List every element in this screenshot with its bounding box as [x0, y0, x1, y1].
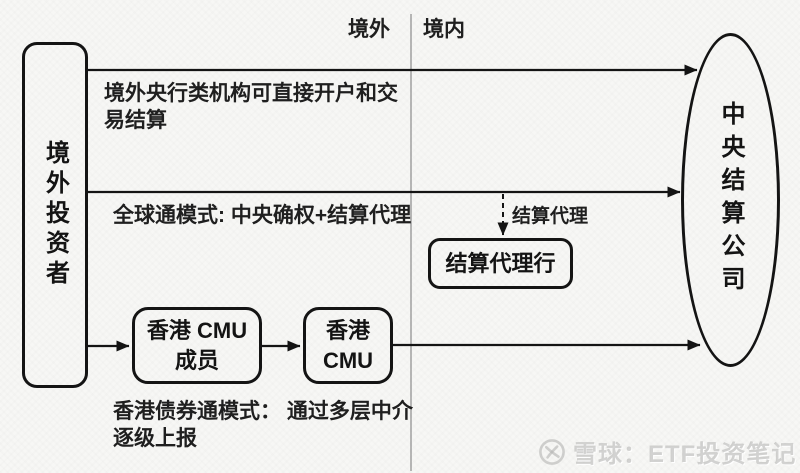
offshore-investor-label: 境外投资者 — [41, 140, 69, 290]
note-bond-connect-line2: 逐级上报 — [113, 427, 197, 451]
settlement-agent-arrow-label: 结算代理 — [512, 206, 589, 227]
note-bond-connect-line1: 香港债券通模式： 通过多层中介 — [113, 400, 413, 423]
watermark-text: 雪球：ETF投资笔记 — [573, 441, 797, 468]
hk-cmu-line2: CMU — [322, 347, 374, 373]
note-direct-access-line1: 境外央行类机构可直接开户和交 — [104, 82, 398, 105]
ccdc-label: 中央结算公司 — [717, 101, 744, 299]
settlement-agent-bank-box: 结算代理行 — [428, 238, 573, 289]
note-bond-connect-mode: 香港债券通模式： 通过多层中介 逐级上报 — [113, 398, 433, 453]
note-global-mode: 全球通模式: 中央确权+结算代理 — [113, 204, 412, 227]
hk-cmu-line1: 香港 — [325, 318, 370, 344]
xueqiu-logo-icon — [538, 438, 566, 466]
settlement-agent-bank-label: 结算代理行 — [445, 250, 556, 276]
hk-cmu-box: 香港 CMU — [303, 307, 393, 384]
zone-label-onshore: 境内 — [423, 18, 465, 41]
zone-label-offshore: 境外 — [348, 18, 390, 41]
note-direct-access-line2: 易结算 — [104, 109, 167, 133]
hk-cmu-member-line1: 香港 CMU — [146, 318, 248, 344]
hk-cmu-member-box: 香港 CMU 成员 — [132, 307, 262, 384]
note-direct-access-mode: 境外央行类机构可直接开户和交 易结算 — [104, 80, 416, 135]
watermark: 雪球：ETF投资笔记 — [538, 434, 796, 469]
offshore-investor-box: 境外投资者 — [22, 42, 88, 388]
hk-cmu-member-line2: 成员 — [174, 347, 219, 373]
ccdc-ellipse: 中央结算公司 — [681, 33, 780, 367]
